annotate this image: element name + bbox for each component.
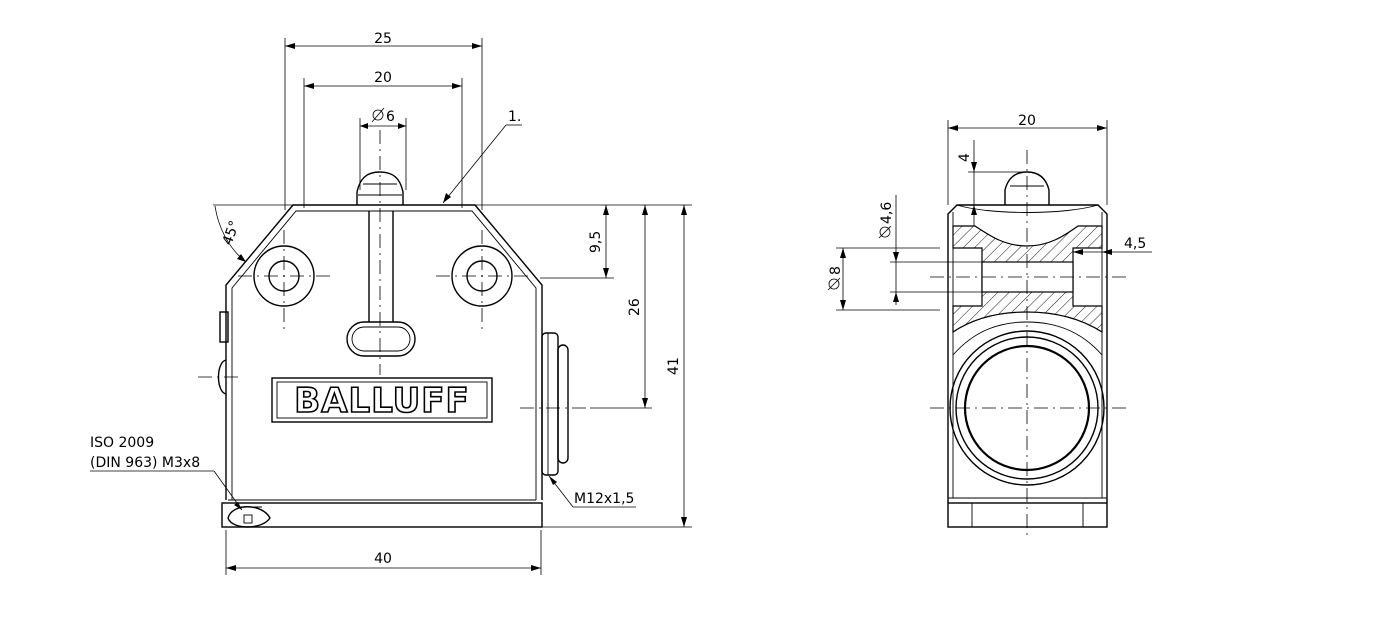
- housing-outline: [225, 204, 543, 500]
- connector-m12: [541, 332, 559, 476]
- side-dim-4-label: 4: [957, 153, 973, 162]
- slot-end-pad: [346, 321, 416, 357]
- base-plate: [221, 502, 543, 528]
- thread-callout: M12x1,5: [548, 475, 636, 508]
- dim-41-label: 41: [666, 357, 682, 375]
- side-dim-diameter-8-label: 8: [828, 266, 844, 275]
- dim-angle-45-label: 45°: [220, 219, 244, 248]
- leader-1-label: 1.: [508, 109, 521, 125]
- screw-detail: [227, 506, 271, 528]
- screw-note-line1: ISO 2009: [90, 435, 154, 451]
- side-dim-4: 4: [957, 140, 1027, 226]
- actuator-slot: [368, 211, 394, 322]
- side-dim-4-5: 4,5: [1073, 236, 1152, 255]
- side-base-plate: [947, 502, 1108, 528]
- section-hatch: [952, 225, 1103, 334]
- leader-1: 1.: [442, 109, 522, 204]
- dim-40: 40: [225, 530, 542, 575]
- front-view: BALLUFF 25: [90, 31, 692, 575]
- dim-25: 25: [284, 31, 483, 210]
- dim-26: 26: [627, 205, 648, 408]
- thread-label: M12x1,5: [574, 491, 634, 507]
- side-dim-diameter-8: 8: [827, 247, 940, 311]
- screw-note: ISO 2009 (DIN 963) M3x8: [90, 435, 243, 511]
- side-dim-20-label: 20: [1018, 113, 1036, 129]
- dim-40-label: 40: [374, 551, 392, 567]
- dim-9-5: 9,5: [588, 205, 609, 278]
- side-dim-diameter-4-6: 4,6: [878, 195, 982, 305]
- dim-diameter-6-label: 6: [386, 109, 395, 125]
- dim-20-label: 20: [374, 70, 392, 86]
- dim-25-label: 25: [374, 31, 392, 47]
- dim-20: 20: [303, 70, 463, 208]
- dim-41: 41: [666, 205, 687, 527]
- side-dim-20: 20: [947, 113, 1108, 205]
- brand-logo: BALLUFF: [271, 377, 493, 423]
- brand-logo-text: BALLUFF: [294, 381, 469, 421]
- side-dim-diameter-4-6-label: 4,6: [879, 202, 895, 224]
- dim-angle-45: 45°: [213, 204, 293, 263]
- dim-diameter-6: 6: [359, 107, 407, 190]
- dim-26-label: 26: [627, 298, 643, 316]
- screw-note-line2: (DIN 963) M3x8: [90, 455, 200, 471]
- side-view: 20 4 4,6: [827, 113, 1152, 540]
- dim-9-5-label: 9,5: [588, 231, 604, 253]
- side-dim-4-5-label: 4,5: [1124, 236, 1146, 252]
